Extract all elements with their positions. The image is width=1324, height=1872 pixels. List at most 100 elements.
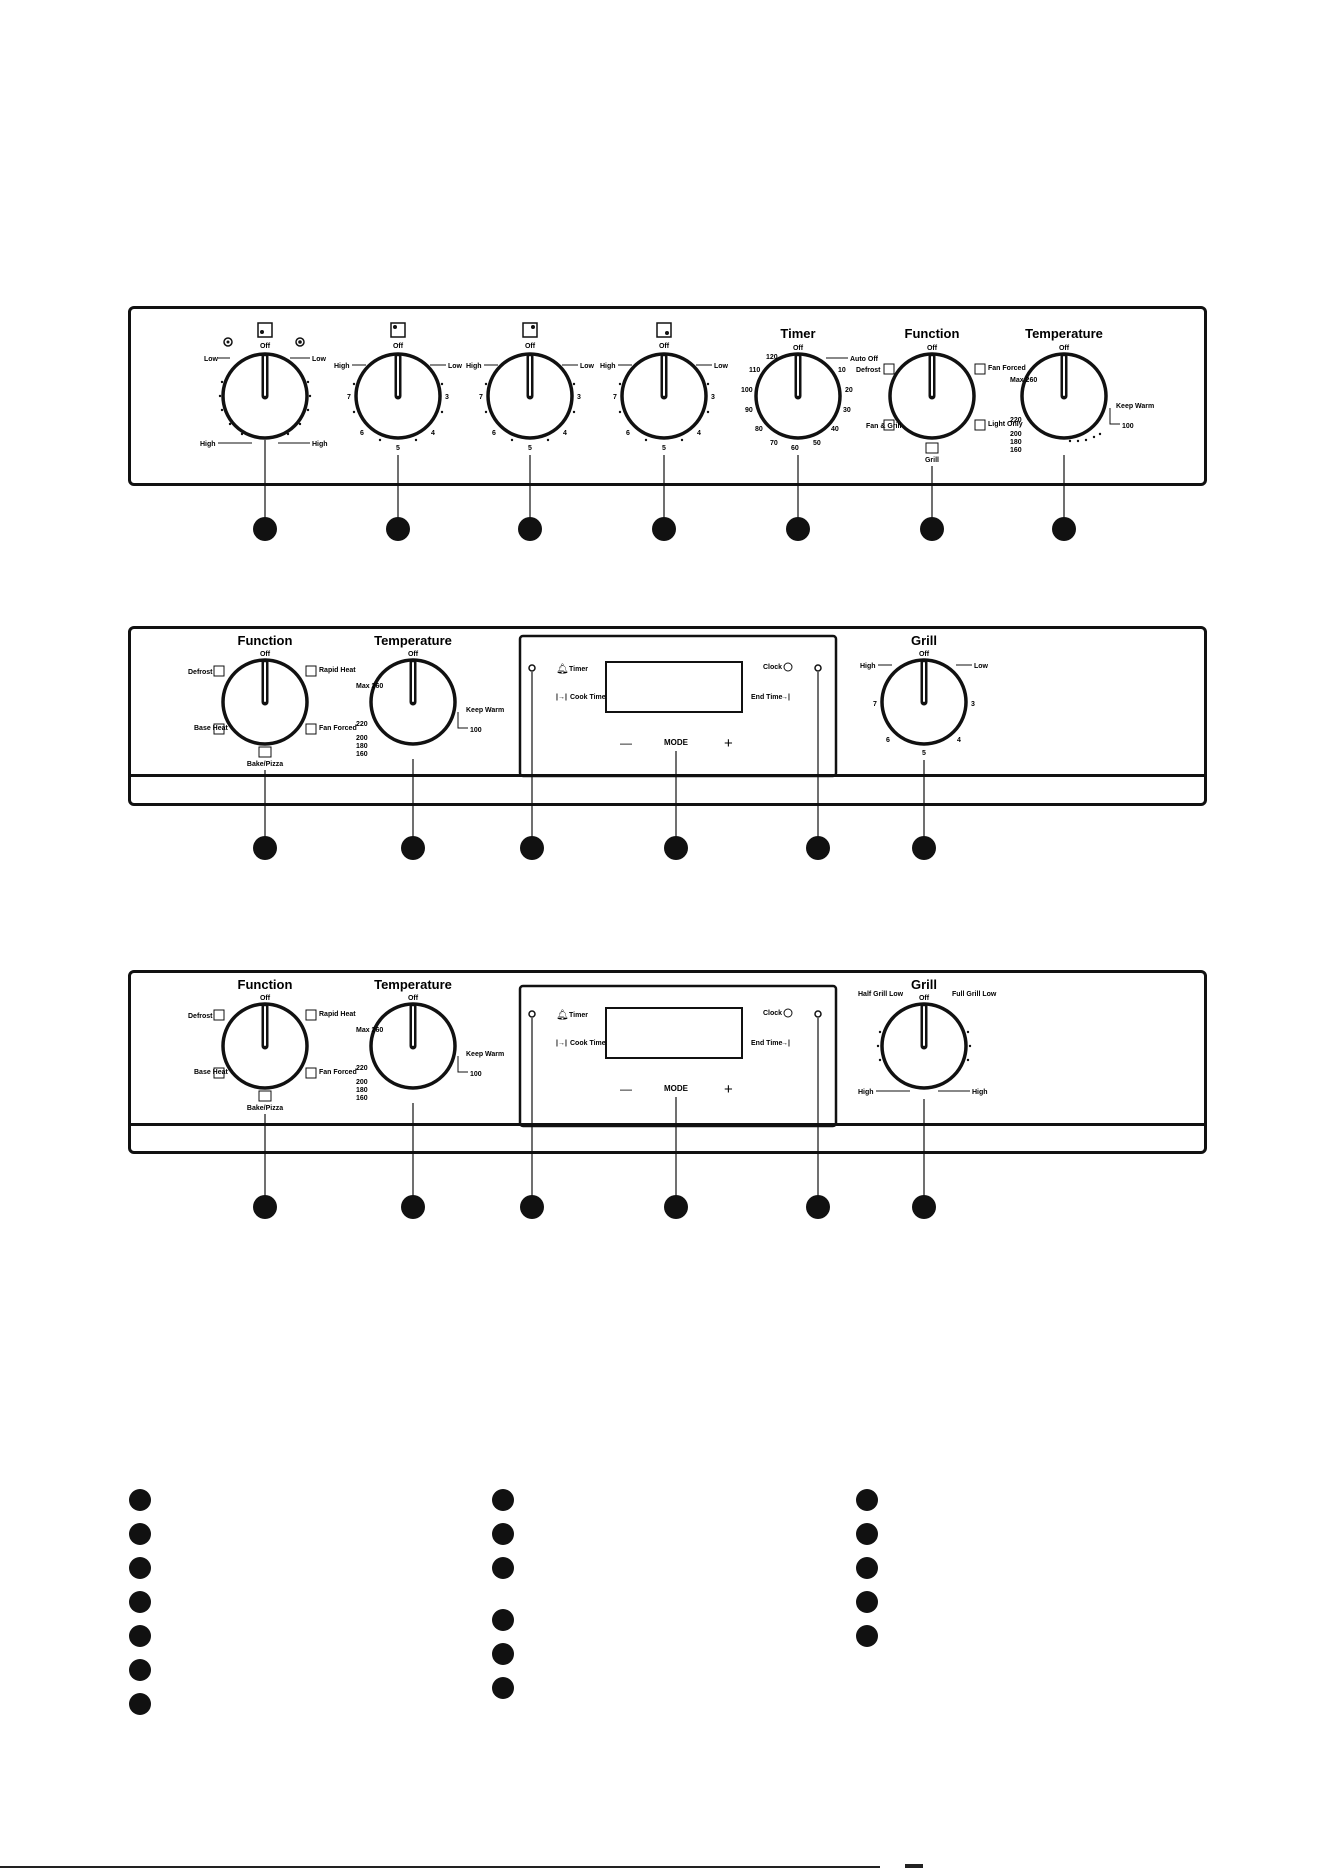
grill-half-low: Half Grill Low [858,991,904,998]
temp-220: 220 [1010,417,1022,424]
display-timer-label: Timer [569,666,588,673]
fan-forced-icon [305,1067,317,1079]
minus-button[interactable]: — [620,1082,632,1096]
knob3-tick: 6 [492,430,496,437]
timer-auto-off: Auto Off [850,356,879,363]
function-bake-pizza: Bake/Pizza [247,761,283,768]
display-panel-2: 🔔︎ Timer |→| Cook Time Clock End Time →|… [518,984,838,1199]
display-end-time-label: End Time [751,694,782,701]
knob-function-2[interactable]: Function Off Defrost Rapid Heat Base Hea… [188,633,357,845]
callout-dot [520,1195,544,1219]
knob2-off: Off [393,343,404,350]
function-title: Function [905,326,960,341]
callout-dot [652,517,676,541]
footer-rule [0,1866,880,1868]
indicator-light-right [814,1010,822,1018]
callout-dot [518,517,542,541]
rapid-heat-icon [305,1009,317,1021]
knob3-tick: 7 [479,394,483,401]
plus-button[interactable]: + [724,735,733,752]
temp-180: 180 [1010,439,1022,446]
mode-button[interactable]: MODE [664,738,689,747]
timer-tick: 90 [745,407,753,414]
function-fan-forced: Fan Forced [988,365,1026,372]
bell-icon: 🔔︎ [556,663,569,675]
knob-grill-2[interactable]: Grill Off Half Grill Low Full Grill Low … [858,977,997,1199]
legend-dot [856,1489,878,1511]
knob1-low-right: Low [312,356,327,363]
legend-dot [492,1643,514,1665]
function-title: Function [238,977,293,992]
knob-hotplate-3[interactable]: Off High Low 7 6 5 4 3 [466,322,595,526]
knob2-low: Low [448,363,463,370]
grill-tick: 3 [971,701,975,708]
timer-tick: 110 [749,367,760,374]
knob3-off: Off [525,343,536,350]
knob4-low: Low [714,363,729,370]
temp-200: 200 [356,1079,368,1086]
knob4-tick: 7 [613,394,617,401]
grill-high: High [860,663,876,670]
function-title: Function [238,633,293,648]
temp-220: 220 [356,721,368,728]
function-fan-forced: Fan Forced [319,725,357,732]
knob-temperature-2[interactable]: Temperature Off Max 260 220 200 180 160 … [356,633,504,845]
base-heat-icon [213,1067,225,1079]
knob-hotplate-2[interactable]: Off High Low 7 6 5 4 3 [334,322,463,526]
knob4-tick: 6 [626,430,630,437]
knob2-tick: 7 [347,394,351,401]
knob-temperature-3[interactable]: Temperature Off Max 260 220 200 180 160 … [356,977,504,1199]
knob1-off: Off [260,343,271,350]
base-heat-icon [213,723,225,735]
callout-dot [401,1195,425,1219]
legend-dot [129,1591,151,1613]
grill-high-left: High [858,1089,874,1096]
knob-hotplate-4[interactable]: Off High Low 7 6 5 4 3 [600,322,729,526]
knob2-tick: 6 [360,430,364,437]
panel-trim-line [131,1123,1204,1126]
cook-time-icon: |→| [556,1040,567,1047]
temp-max: Max 260 [1010,377,1037,384]
grill-tick: 7 [873,701,877,708]
lcd-screen [605,661,743,713]
knob-dual-hotplate[interactable]: Off Low Low High High [200,322,328,526]
legend-dot [492,1557,514,1579]
fan-grill-icon [883,419,895,431]
defrost-icon [213,1009,225,1021]
callout-dot [806,1195,830,1219]
grill-full-low: Full Grill Low [952,991,997,998]
light-icon [974,419,986,431]
grill-tick: 5 [922,750,926,757]
timer-tick: 80 [755,426,763,433]
display-clock-label: Clock [763,1010,782,1017]
double-ring-icon [223,337,233,347]
footer-mark [905,1864,923,1868]
legend-dot [856,1591,878,1613]
hotplate-position-icon [522,322,538,338]
knob-function[interactable]: Function Off Defrost Fan Forced Fan & Gr… [856,326,1026,526]
legend-dot [856,1557,878,1579]
legend-dot [856,1523,878,1545]
knob-function-3[interactable]: Function Off Defrost Rapid Heat Base Hea… [188,977,357,1199]
knob-grill[interactable]: Grill Off High Low 7 6 5 4 3 [860,633,989,845]
knob1-high-left: High [200,441,216,448]
mode-button[interactable]: MODE [664,1084,689,1093]
knob-temperature[interactable]: Temperature Off Max 260 220 200 180 160 … [1010,326,1154,526]
knob-timer[interactable]: Timer Off Auto Off 120 110 100 90 80 70 … [741,326,879,526]
fan-forced-icon [974,363,986,375]
minus-button[interactable]: — [620,736,632,750]
plus-button[interactable]: + [724,1081,733,1098]
bell-icon: 🔔︎ [556,1009,569,1021]
temp-keep-warm: Keep Warm [466,1051,504,1058]
temperature-off: Off [1059,345,1070,352]
temp-max: Max 260 [356,683,383,690]
temperature-title: Temperature [1025,326,1103,341]
temp-200: 200 [356,735,368,742]
grill-low: Low [974,663,989,670]
temp-100: 100 [1122,423,1134,430]
oven-controls-svg-1: Function Off Defrost Rapid Heat Base Hea… [188,633,989,860]
callout-dot [386,517,410,541]
temp-200: 200 [1010,431,1022,438]
legend-dot [129,1693,151,1715]
timer-tick: 120 [766,354,778,361]
